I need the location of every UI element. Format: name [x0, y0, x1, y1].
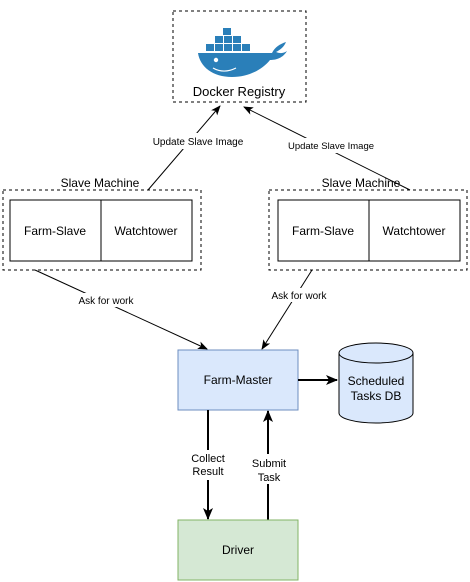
farm-master-label: Farm-Master [204, 373, 273, 387]
db-cylinder-top [338, 342, 414, 364]
docker-whale-icon [198, 28, 287, 77]
watchtower-label: Watchtower [383, 224, 446, 238]
watchtower-box [368, 199, 461, 262]
docker-registry-node: Docker Registry [172, 10, 307, 103]
db-label-line2: Tasks DB [351, 389, 402, 403]
edge-label-ask-left: Ask for work [78, 296, 134, 307]
slave-machine-title: Slave Machine [61, 176, 140, 190]
edge-label-collect-line2: Result [192, 466, 223, 478]
driver-box [177, 519, 299, 581]
docker-registry-label: Docker Registry [193, 84, 286, 99]
db-cylinder [338, 353, 414, 424]
whale-containers [206, 28, 250, 51]
db-label-line1: Scheduled [348, 374, 405, 388]
scheduled-tasks-db-node: Scheduled Tasks DB [338, 342, 414, 424]
edge-ask-left: Ask for work [34, 269, 208, 350]
slave-machine-title: Slave Machine [322, 176, 401, 190]
farm-slave-box [277, 199, 370, 262]
driver-label: Driver [222, 543, 254, 557]
edge-label-submit-line2: Task [258, 472, 281, 484]
edge-ask-right: Ask for work [261, 269, 331, 350]
edge-label-ask-right: Ask for work [271, 291, 327, 302]
watchtower-label: Watchtower [115, 224, 178, 238]
edge-label-update-right: Update Slave Image [288, 141, 374, 152]
edge-update-left: Update Slave Image [147, 105, 246, 191]
edge-label-submit-line1: Submit [252, 458, 286, 470]
slave-machine-left: Slave Machine Farm-Slave Watchtower [2, 176, 202, 271]
farm-master-node: Farm-Master [177, 349, 299, 411]
edge-update-right: Update Slave Image [243, 106, 411, 191]
edge-submit-task: Submit Task [248, 410, 288, 520]
watchtower-box [100, 199, 193, 262]
farm-slave-label: Farm-Slave [24, 224, 86, 238]
whale-body [198, 42, 287, 77]
edge-label-update-left: Update Slave Image [153, 137, 244, 148]
whale-eye [213, 57, 219, 63]
driver-node: Driver [177, 519, 299, 581]
slave-machine-right: Slave Machine Farm-Slave Watchtower [268, 176, 468, 271]
edge-label-collect-line1: Collect [191, 453, 225, 465]
edge-collect-result: Collect Result [185, 410, 231, 520]
farm-master-box [177, 349, 299, 411]
farm-slave-label: Farm-Slave [292, 224, 354, 238]
